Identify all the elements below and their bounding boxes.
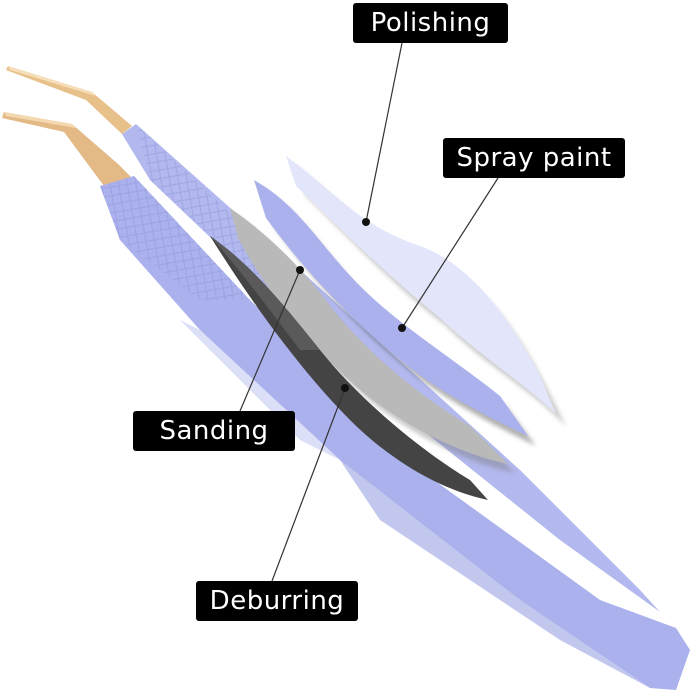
polishing-layer (286, 156, 566, 426)
spray-paint-label: Spray paint (443, 138, 625, 178)
deburring-label: Deburring (196, 581, 358, 621)
deburring-layer (210, 236, 488, 500)
tweezers-arm-main (100, 176, 690, 690)
sanding-label: Sanding (133, 411, 295, 451)
leader-polishing (362, 42, 403, 226)
gold-tip-top (6, 66, 132, 134)
gold-tip-bottom (2, 112, 132, 186)
spray-paint-layer (254, 180, 536, 446)
polishing-label: Polishing (353, 3, 508, 43)
leader-deburring (271, 384, 349, 582)
leader-sanding (239, 266, 304, 412)
leader-spray-paint (398, 177, 499, 332)
